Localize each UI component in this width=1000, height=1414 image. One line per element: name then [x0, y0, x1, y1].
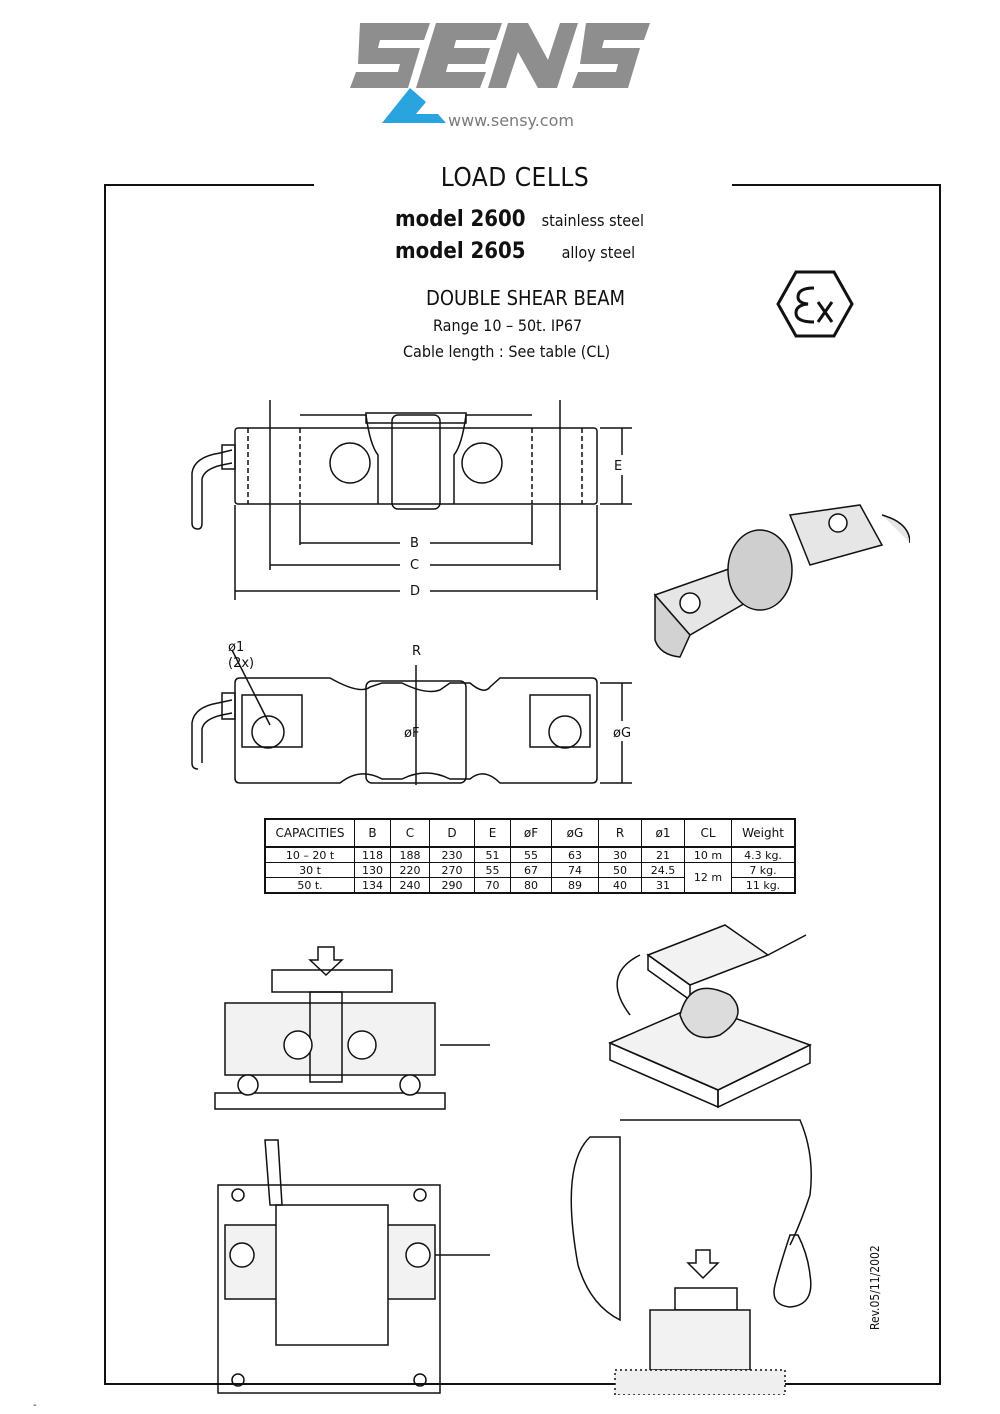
- frame-bottom-line: [104, 1383, 941, 1385]
- cell: 74: [551, 862, 599, 878]
- cell: 63: [551, 846, 599, 863]
- side-view-drawing: [191, 400, 632, 600]
- hole-count-label: (2x): [228, 656, 254, 671]
- table-row: 30 t 130 220 270 55 67 74 50 24.5 12 m 7…: [264, 862, 796, 894]
- frame-top-right-line: [732, 184, 940, 186]
- ex-atex-icon: [776, 270, 854, 338]
- cell: 4.3 kg.: [731, 846, 796, 863]
- isometric-mount-drawing: [608, 924, 812, 1109]
- cell: 134: [354, 877, 391, 894]
- cell: 40: [598, 877, 642, 894]
- cell: 290: [429, 877, 475, 894]
- product-subtitle: DOUBLE SHEAR BEAM: [426, 286, 626, 310]
- revision-label: Rev.05/11/2002: [868, 1245, 882, 1330]
- dim-f-label: øF: [404, 726, 419, 741]
- footer-mark: -: [33, 1400, 37, 1411]
- cell: 10 – 20 t: [264, 846, 355, 863]
- isometric-load-cell-drawing: [653, 504, 910, 658]
- cell: 12 m: [684, 862, 732, 894]
- model-material: alloy steel: [561, 243, 636, 262]
- tank-install-drawing: [570, 1119, 812, 1395]
- cell: 80: [510, 877, 552, 894]
- cell: 220: [390, 862, 430, 878]
- cell: 67: [510, 862, 552, 878]
- col-capacities: CAPACITIES: [264, 818, 355, 848]
- cell: 89: [551, 877, 599, 894]
- cell: 270: [429, 862, 475, 878]
- sensy-logo-icon: www.sensy.com: [350, 23, 650, 130]
- col-r: R: [598, 818, 642, 848]
- logo-url: www.sensy.com: [448, 111, 574, 130]
- col-cl: CL: [684, 818, 732, 848]
- model-label: model 2600: [395, 207, 526, 232]
- dim-b-label: B: [410, 536, 419, 551]
- model-line-2600: model 2600 stainless steel: [395, 207, 644, 232]
- dim-d-label: D: [410, 584, 420, 599]
- spec-table: CAPACITIES B C D E øF øG R ø1 CL Weight …: [264, 818, 796, 894]
- table-row: 10 – 20 t 118 188 230 51 55 63 30 21 10 …: [264, 846, 796, 863]
- dim-r-label: R: [412, 644, 421, 659]
- frame-top-left-line: [104, 184, 314, 186]
- frame-right-line: [939, 184, 941, 1384]
- cell: 130: [354, 862, 391, 878]
- cell: 230: [429, 846, 475, 863]
- page-title: LOAD CELLS: [440, 163, 590, 193]
- dim-e-label: E: [614, 459, 622, 474]
- cell: 240: [390, 877, 430, 894]
- col-hole: ø1: [641, 818, 685, 848]
- cell: 7 kg.: [731, 862, 796, 878]
- cell: 24.5: [641, 862, 685, 878]
- cell: 30: [598, 846, 642, 863]
- cell: 55: [510, 846, 552, 863]
- cell: 118: [354, 846, 391, 863]
- cell: 51: [474, 846, 511, 863]
- cell: 50 t.: [264, 877, 355, 894]
- frame-left-line: [104, 184, 106, 1384]
- dim-g-label: øG: [613, 726, 631, 741]
- cell: 55: [474, 862, 511, 878]
- col-weight: Weight: [731, 818, 796, 848]
- cell: 31: [641, 877, 685, 894]
- front-mount-drawing: [214, 946, 490, 1110]
- model-line-2605: model 2605 alloy steel: [395, 239, 635, 264]
- cell: 50: [598, 862, 642, 878]
- col-d: D: [429, 818, 475, 848]
- col-e: E: [474, 818, 511, 848]
- model-label: model 2605: [395, 239, 526, 264]
- top-mount-drawing: [217, 1139, 490, 1394]
- cell: 70: [474, 877, 511, 894]
- cell: 11 kg.: [731, 877, 796, 894]
- hole-label: ø1: [228, 640, 244, 655]
- col-c: C: [390, 818, 430, 848]
- cell: 21: [641, 846, 685, 863]
- model-material: stainless steel: [541, 211, 644, 230]
- cell: 188: [390, 846, 430, 863]
- cable-text: Cable length : See table (CL): [403, 342, 611, 361]
- table-row: 50 t. 134 240 290 70 80 89 40 31 11 kg.: [264, 877, 796, 894]
- col-g: øG: [551, 818, 599, 848]
- dim-c-label: C: [410, 558, 419, 573]
- col-b: B: [354, 818, 391, 848]
- top-view-drawing: [191, 649, 632, 785]
- range-text: Range 10 – 50t. IP67: [433, 316, 583, 335]
- table-header-row: CAPACITIES B C D E øF øG R ø1 CL Weight: [264, 818, 796, 848]
- col-f: øF: [510, 818, 552, 848]
- cell: 30 t: [264, 862, 355, 878]
- cell: 10 m: [684, 846, 732, 863]
- technical-drawings: B C D E R øF øG ø1 (2x): [191, 400, 910, 1395]
